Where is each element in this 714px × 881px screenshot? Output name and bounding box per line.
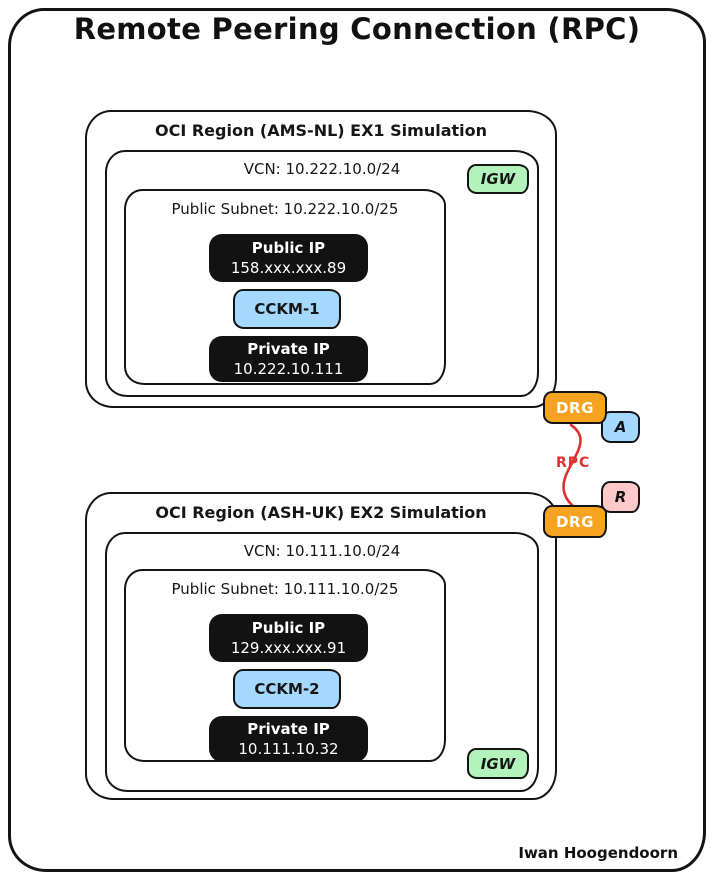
private-ip-box-ams: Private IP 10.222.10.111 [209,336,368,382]
vcn-box-ams: VCN: 10.222.10.0/24 IGW Public Subnet: 1… [105,150,539,397]
subnet-label-ash: Public Subnet: 10.111.10.0/25 [171,580,399,598]
region-ams-nl: OCI Region (AMS-NL) EX1 Simulation VCN: … [85,110,557,408]
author-signature: Iwan Hoogendoorn [518,844,678,862]
public-ip-title-ams: Public IP [251,239,326,257]
igw-badge-ams: IGW [467,164,529,194]
drg-attachment-r-label: R [614,488,627,506]
private-ip-value-ams: 10.222.10.111 [233,360,344,378]
private-ip-box-ash: Private IP 10.111.10.32 [209,716,368,762]
subnet-box-ams: Public Subnet: 10.222.10.0/25 Public IP … [124,189,446,385]
drg-badge-ash: DRG [543,505,607,538]
public-ip-box-ams: Public IP 158.xxx.xxx.89 [209,234,368,282]
vcn-label-ash: VCN: 10.111.10.0/24 [243,542,401,560]
private-ip-title-ams: Private IP [247,340,330,358]
public-ip-value-ash: 129.xxx.xxx.91 [230,639,347,657]
igw-label-ams: IGW [480,170,516,188]
public-ip-box-ash: Public IP 129.xxx.xxx.91 [209,614,368,662]
igw-label-ash: IGW [480,754,516,773]
drg-badge-ams: DRG [543,391,607,424]
subnet-box-ash: Public Subnet: 10.111.10.0/25 Public IP … [124,569,446,762]
region-ash-uk: OCI Region (ASH-UK) EX2 Simulation VCN: … [85,492,557,800]
private-ip-value-ash: 10.111.10.32 [238,740,339,758]
instance-cckm1: CCKM-1 [233,289,341,329]
instance-cckm2: CCKM-2 [233,669,341,709]
drg-attachment-a-badge: A [601,411,640,443]
vcn-box-ash: VCN: 10.111.10.0/24 Public Subnet: 10.11… [105,532,539,792]
vcn-label-ams: VCN: 10.222.10.0/24 [243,160,401,178]
drg-label-ash: DRG [555,512,595,531]
instance-cckm1-label: CCKM-1 [254,300,320,318]
diagram-title: Remote Peering Connection (RPC) [73,12,641,46]
igw-badge-ash: IGW [467,748,529,779]
region-ams-nl-title: OCI Region (AMS-NL) EX1 Simulation [154,121,487,140]
drg-attachment-r-badge: R [601,481,640,513]
rpc-label: RPC [556,455,591,471]
public-ip-title-ash: Public IP [251,619,326,637]
private-ip-title-ash: Private IP [247,720,330,738]
region-ash-uk-title: OCI Region (ASH-UK) EX2 Simulation [155,503,487,522]
drg-label-ams: DRG [555,398,595,417]
subnet-label-ams: Public Subnet: 10.222.10.0/25 [171,200,399,218]
instance-cckm2-label: CCKM-2 [254,680,320,698]
public-ip-value-ams: 158.xxx.xxx.89 [230,259,347,277]
drg-attachment-a-label: A [614,418,627,436]
